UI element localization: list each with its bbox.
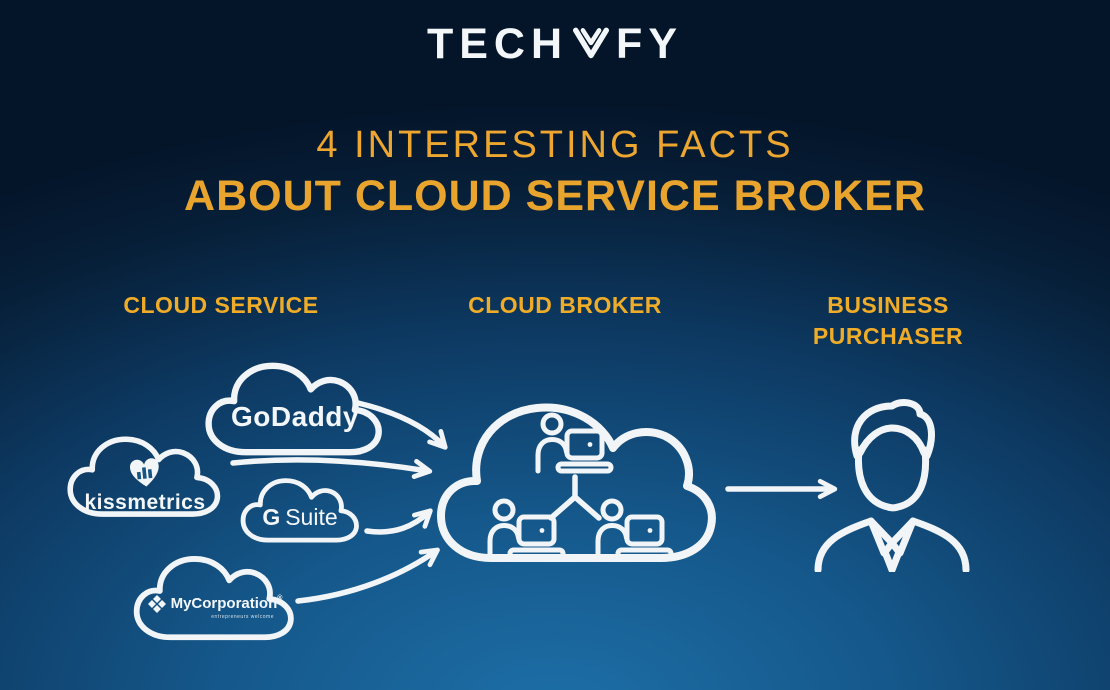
column-header-cloud-broker: CLOUD BROKER — [468, 292, 662, 318]
person-laptop-icon — [598, 501, 671, 557]
cloud-outline-icon — [133, 556, 294, 641]
cloud-outline-icon — [437, 403, 716, 562]
title-line-2: ABOUT CLOUD SERVICE BROKER — [184, 172, 926, 220]
cloud-outline-icon — [205, 362, 382, 456]
gsuite-logo-suite: Suite — [285, 503, 338, 530]
cloud-outline-icon — [240, 478, 359, 543]
arrow-mycorporation-to-broker — [295, 547, 440, 604]
service-cloud-gsuite: G Suite — [236, 472, 364, 552]
service-cloud-godaddy: GoDaddy — [192, 356, 398, 464]
service-cloud-mycorporation: MyCorporation® entrepreneurs welcome — [126, 545, 304, 653]
person-laptop-icon — [490, 501, 563, 557]
mycorporation-logo-text: MyCorporation® — [170, 595, 283, 612]
businessman-icon — [814, 399, 970, 574]
godaddy-logo-text: GoDaddy — [231, 401, 359, 432]
network-y-connector — [548, 474, 602, 521]
registered-mark: ® — [277, 595, 283, 602]
kissmetrics-logo-text: kissmetrics — [84, 490, 206, 514]
column-header-business-purchaser: BUSINESS PURCHASER — [812, 292, 964, 349]
title-line-1: 4 INTERESTING FACTS — [316, 124, 794, 166]
service-cloud-kissmetrics: kissmetrics — [60, 420, 230, 535]
arrow-gsuite-to-broker — [364, 508, 433, 535]
broker-cloud-icon — [437, 403, 716, 562]
mycorporation-tagline: entrepreneurs welcome — [211, 613, 274, 620]
column-header-cloud-service: CLOUD SERVICE — [123, 292, 319, 318]
brand-logo-left-text: TECH — [426, 20, 569, 68]
kissmetrics-heart-icon — [130, 457, 159, 487]
person-laptop-icon — [538, 415, 611, 471]
mycorporation-diamond-icon — [147, 594, 166, 613]
gsuite-logo-g: G — [262, 503, 281, 530]
brand-logo-right-text: FY — [616, 20, 683, 68]
cloud-broker-figure — [425, 378, 725, 578]
cloud-outline-icon — [67, 436, 221, 517]
brand-logo: TECH FY — [0, 18, 1110, 71]
business-purchaser-figure — [808, 394, 976, 574]
brand-v-icon — [572, 22, 610, 71]
